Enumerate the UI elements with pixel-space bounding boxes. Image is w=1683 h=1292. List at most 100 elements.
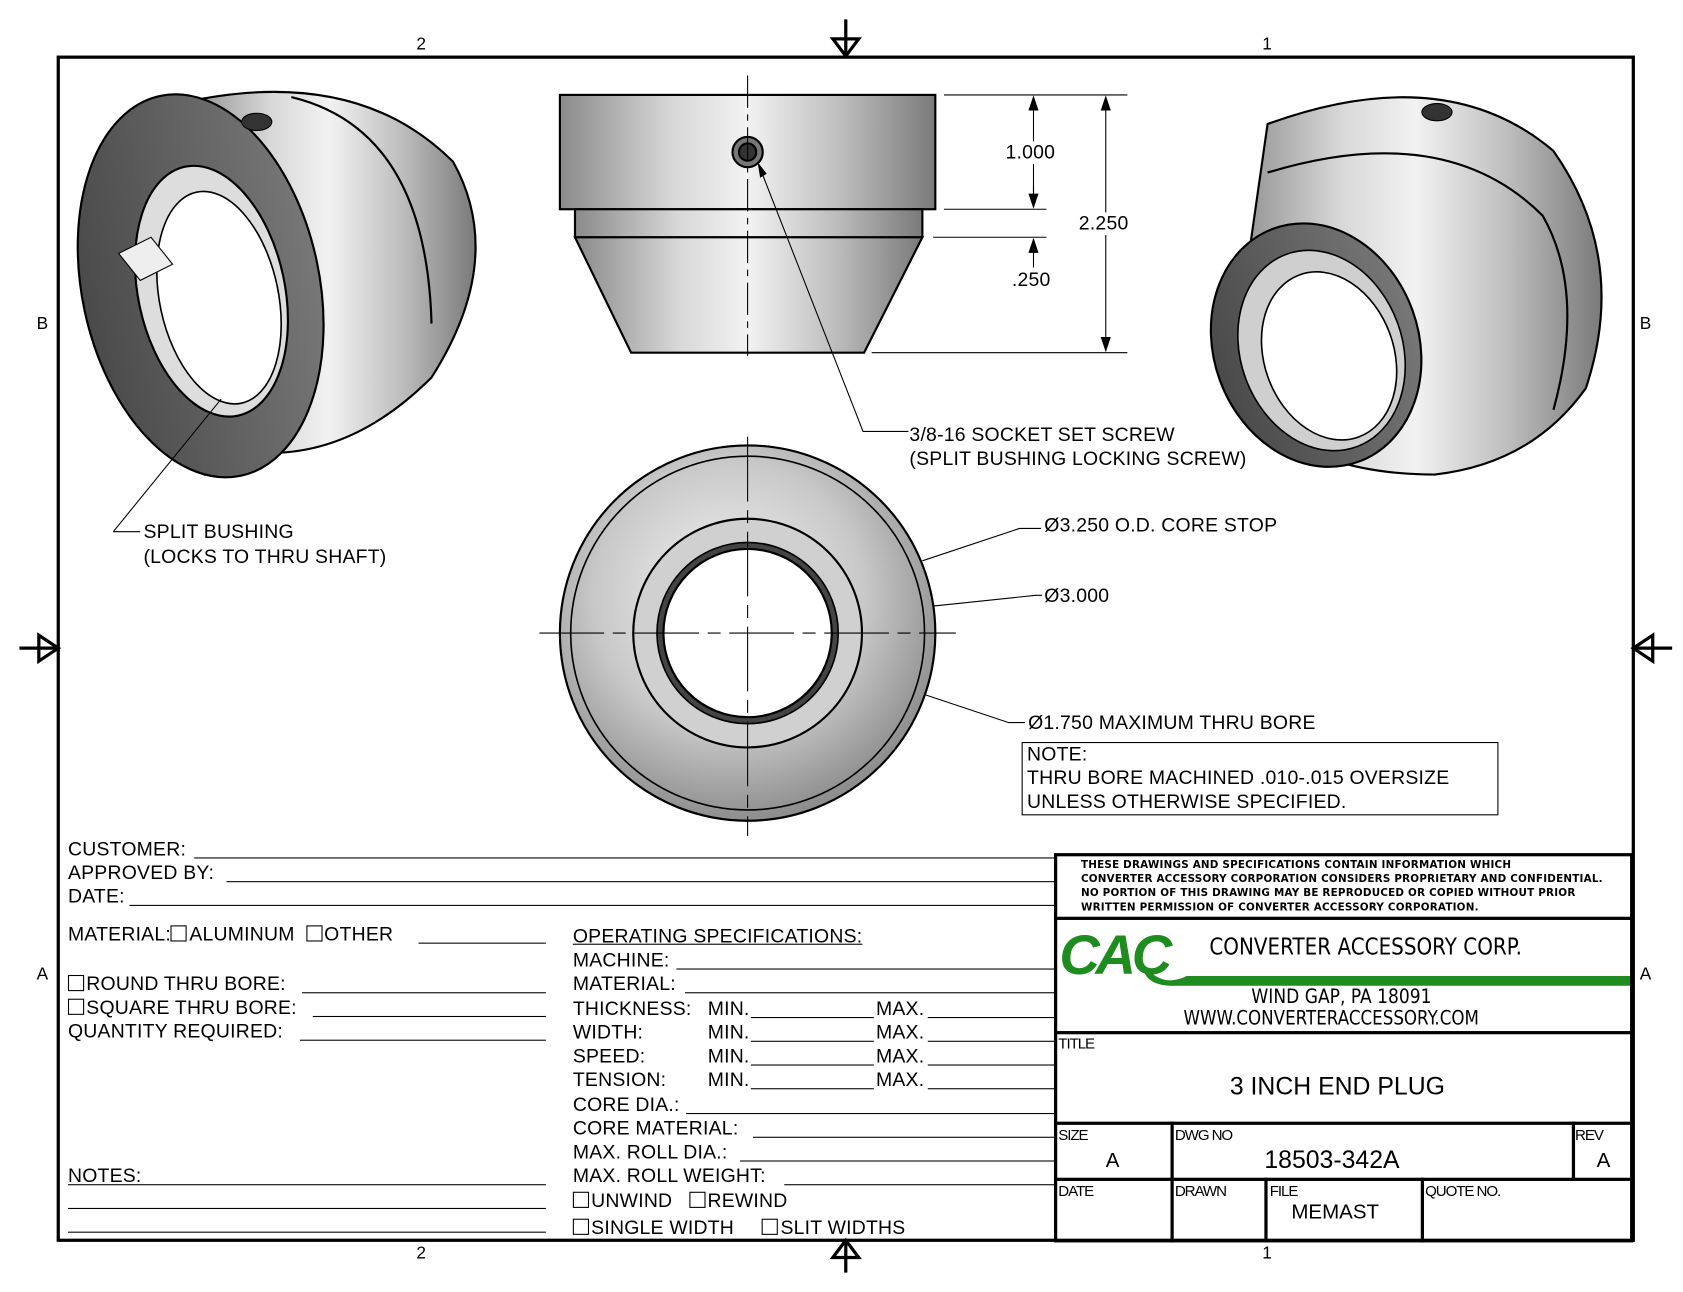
note-line: UNLESS OTHERWISE SPECIFIED. (1027, 790, 1347, 813)
callout-thru-bore: Ø1.750 MAXIMUM THRU BORE (1028, 711, 1316, 734)
max-label: MAX. (875, 997, 925, 1020)
slit-widths-label: SLIT WIDTHS (780, 1216, 906, 1239)
min-label: MIN. (707, 1068, 750, 1091)
max-field[interactable] (927, 1017, 1056, 1019)
file-label: FILE (1269, 1182, 1299, 1200)
other-label: OTHER (324, 923, 394, 945)
quote-no-label: QUOTE NO. (1425, 1182, 1501, 1200)
square-bore-label: SQUARE THRU BORE: (86, 996, 297, 1019)
dimension-1000: 1.000 (1005, 141, 1056, 164)
operating-specs-heading: OPERATING SPECIFICATIONS: (572, 925, 863, 947)
iso-view-right (1209, 96, 1603, 476)
material-label: MATERIAL: (67, 923, 171, 945)
notes-field[interactable] (67, 1184, 546, 1186)
max-roll-weight-label: MAX. ROLL WEIGHT: (572, 1164, 766, 1187)
approved-by-field[interactable] (226, 881, 1056, 883)
dwg-no-label: DWG NO (1174, 1125, 1233, 1144)
max-field[interactable] (927, 1064, 1056, 1066)
single-width-label: SINGLE WIDTH (591, 1216, 735, 1239)
zone-label: A (36, 965, 49, 984)
approved-by-label: APPROVED BY: (67, 861, 215, 884)
customer-field[interactable] (194, 857, 1056, 859)
thickness-label: THICKNESS: (572, 997, 692, 1020)
max-roll-weight-field[interactable] (784, 1184, 1056, 1186)
dimension-2250: 2.250 (1078, 212, 1129, 236)
min-field[interactable] (750, 1064, 874, 1066)
dimension-250: .250 (1011, 268, 1051, 291)
machine-field[interactable] (676, 968, 1056, 970)
width-type-row: SINGLE WIDTH SLIT WIDTHS (572, 1216, 906, 1240)
size-label: SIZE (1058, 1125, 1088, 1144)
note-line: THRU BORE MACHINED .010-.015 OVERSIZE (1027, 766, 1450, 789)
date-label: DATE: (67, 885, 125, 908)
file-value: MEMAST (1291, 1201, 1380, 1225)
rewind-label: REWIND (707, 1189, 788, 1212)
callout-set-screw-note: (SPLIT BUSHING LOCKING SCREW) (909, 447, 1247, 470)
zone-label: 2 (416, 1244, 427, 1263)
square-bore-field[interactable] (312, 1015, 546, 1018)
min-label: MIN. (707, 1045, 750, 1067)
rev-label: REV (1575, 1125, 1604, 1144)
round-bore-field[interactable] (302, 992, 546, 994)
date-field[interactable] (129, 904, 1056, 906)
unwind-checkbox[interactable] (572, 1191, 590, 1208)
slit-widths-checkbox[interactable] (762, 1218, 779, 1235)
front-view (558, 75, 937, 356)
max-roll-dia-field[interactable] (740, 1160, 1056, 1162)
unwind-label: UNWIND (591, 1189, 673, 1212)
rev-value: A (1596, 1149, 1611, 1173)
dimension-lines (112, 94, 1128, 724)
callout-dia-3000: Ø3.000 (1044, 584, 1110, 607)
max-label: MAX. (875, 1045, 925, 1067)
zone-label: B (1639, 314, 1652, 334)
quantity-field[interactable] (299, 1039, 546, 1041)
note-label: NOTE: (1027, 743, 1088, 765)
title-label: TITLE (1058, 1034, 1095, 1052)
notes-field[interactable] (67, 1207, 546, 1209)
tension-label: TENSION: (572, 1068, 667, 1091)
core-material-label: CORE MATERIAL: (572, 1117, 739, 1139)
min-field[interactable] (750, 1040, 874, 1042)
iso-view-left (76, 90, 477, 479)
round-bore-row: ROUND THRU BORE: (67, 973, 286, 996)
rewind-checkbox[interactable] (689, 1191, 706, 1208)
zone-label: 1 (1262, 35, 1272, 54)
notes-field[interactable] (67, 1231, 546, 1233)
customer-label: CUSTOMER: (67, 837, 187, 860)
single-width-checkbox[interactable] (572, 1218, 590, 1235)
op-material-label: MATERIAL: (572, 972, 676, 995)
core-material-field[interactable] (753, 1136, 1056, 1138)
max-field[interactable] (927, 1088, 1056, 1090)
size-value: A (1105, 1149, 1120, 1173)
material-row: MATERIAL: ALUMINUM OTHER (68, 923, 393, 946)
callout-set-screw: 3/8-16 SOCKET SET SCREW (909, 423, 1175, 446)
max-roll-dia-label: MAX. ROLL DIA.: (572, 1141, 728, 1163)
min-label: MIN. (707, 1021, 750, 1043)
aluminum-checkbox[interactable] (170, 925, 188, 942)
svg-text:CAC: CAC (1059, 923, 1173, 986)
drawn-label: DRAWN (1174, 1182, 1227, 1200)
core-dia-field[interactable] (686, 1113, 1056, 1115)
disclaimer: THESE DRAWINGS AND SPECIFICATIONS CONTAI… (1080, 859, 1603, 914)
company-name: CONVERTER ACCESSORY CORP. (1209, 933, 1523, 960)
bottom-view (539, 436, 956, 836)
other-checkbox[interactable] (305, 925, 323, 942)
note-box: NOTE: THRU BORE MACHINED .010-.015 OVERS… (1021, 742, 1499, 816)
aluminum-label: ALUMINUM (189, 923, 295, 945)
cac-logo: CAC (1059, 923, 1632, 986)
square-bore-checkbox[interactable] (67, 998, 85, 1015)
machine-label: MACHINE: (572, 949, 670, 971)
max-field[interactable] (927, 1040, 1056, 1042)
other-field[interactable] (418, 942, 546, 944)
notes-label: NOTES: (67, 1164, 142, 1187)
min-field[interactable] (750, 1088, 874, 1090)
round-bore-checkbox[interactable] (67, 974, 85, 992)
min-field[interactable] (750, 1017, 874, 1019)
speed-label: SPEED: (572, 1045, 646, 1067)
company-website[interactable]: WWW.CONVERTERACCESSORY.COM (1183, 1007, 1479, 1030)
op-material-field[interactable] (685, 992, 1056, 994)
zone-label: A (1639, 965, 1652, 984)
max-label: MAX. (875, 1021, 925, 1043)
